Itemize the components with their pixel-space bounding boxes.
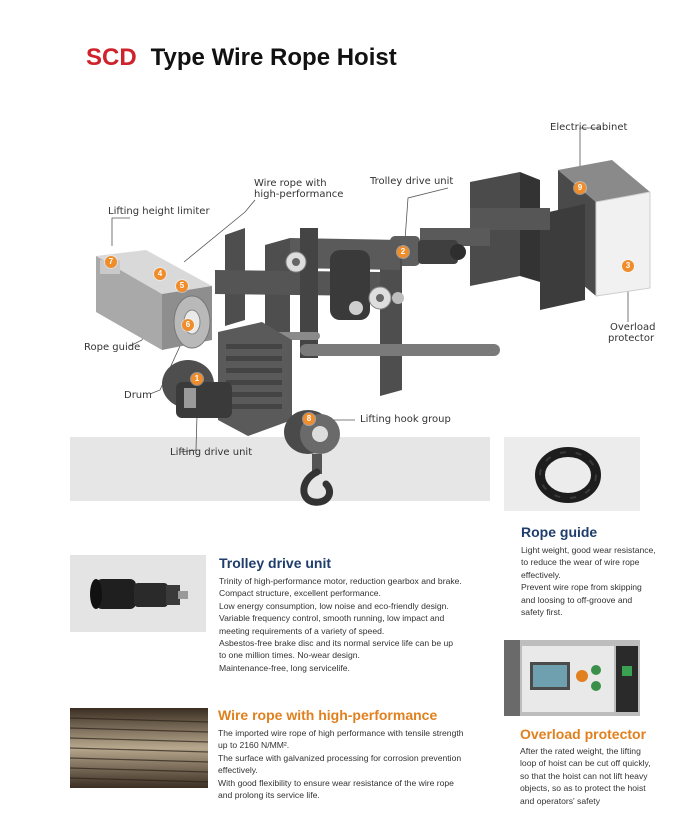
trolley-line: meeting requirements of a variety of spe…	[219, 625, 385, 636]
callout-rope-guide: Rope guide	[84, 342, 141, 353]
wire-rope-line: With good flexibility to ensure wear res…	[218, 777, 454, 788]
trolley-line: Variable frequency control, smooth runni…	[219, 613, 445, 624]
callout-trolley-drive-unit: Trolley drive unit	[370, 176, 454, 187]
rope-guide-line: Prevent wire rope from skipping	[521, 582, 642, 593]
title-text: Type Wire Rope Hoist	[150, 44, 397, 71]
diagram-backdrop	[70, 437, 490, 501]
callout-wire-rope-line2: high-performance	[254, 189, 344, 200]
trolley-line: Asbestos-free brake disc and its normal …	[219, 638, 454, 649]
marker-2: 2	[397, 246, 409, 258]
trolley-drive-title: Trolley drive unit	[219, 555, 332, 571]
wire-rope-line: The imported wire rope of high performan…	[218, 728, 464, 738]
wire-rope-title: Wire rope with high-performance	[218, 707, 438, 723]
marker-4: 4	[154, 268, 166, 280]
wire-rope-photo	[70, 708, 208, 788]
wire-rope-line: The surface with galvanized processing f…	[218, 752, 462, 763]
wire-rope-line: and prolong its service life.	[218, 790, 320, 801]
marker-5: 5	[176, 280, 188, 292]
wire-rope-line: effectively.	[218, 765, 258, 776]
overload-protector-photo	[504, 640, 640, 716]
callout-lifting-hook-group: Lifting hook group	[360, 414, 451, 425]
overload-protector-text: After the rated weight, the lifting loop…	[520, 745, 676, 807]
page-title: SCD Type Wire Rope Hoist	[86, 44, 397, 72]
marker-1: 1	[191, 373, 203, 385]
trolley-line: Maintenance-free, long servicelife.	[219, 662, 350, 673]
overload-protector-title: Overload protector	[520, 726, 647, 742]
marker-9: 9	[574, 182, 586, 194]
overload-line: and operators' safety	[520, 795, 600, 806]
rope-guide-line: to reduce the wear of wire rope	[521, 557, 640, 568]
overload-line: loop of hoist can be cut off quickly,	[520, 758, 651, 769]
marker-7: 7	[105, 256, 117, 268]
callout-electric-cabinet: Electric cabinet	[550, 122, 628, 133]
trolley-line: Compact structure, excellent performance…	[219, 588, 381, 599]
hook-group-shape	[284, 410, 340, 506]
brand-name: SCD	[86, 44, 137, 71]
trolley-drive-photo	[70, 555, 206, 632]
lifting-motor-shape	[162, 360, 232, 418]
rope-guide-line: Light weight, good wear resistance,	[521, 545, 656, 555]
rope-guide-title: Rope guide	[521, 524, 598, 540]
rope-guide-text: Light weight, good wear resistance, to r…	[521, 544, 671, 618]
callout-wire-rope-line1: Wire rope with	[254, 178, 327, 189]
marker-3: 3	[622, 260, 634, 272]
marker-8: 8	[303, 413, 315, 425]
trolley-line: to one million times. No-wear design.	[219, 650, 360, 661]
callout-lifting-height-limiter: Lifting height limiter	[108, 206, 210, 217]
hoist-diagram: 1 2 3 4 5 6 7 8 9 Electric cabinet Troll…	[0, 100, 680, 510]
trolley-line: Low energy consumption, low noise and ec…	[219, 600, 449, 611]
rope-guide-line: safety first.	[521, 607, 563, 618]
overload-line: After the rated weight, the lifting	[520, 746, 641, 756]
trolley-line: Trinity of high-performance motor, reduc…	[219, 576, 462, 586]
wire-rope-text: The imported wire rope of high performan…	[218, 727, 488, 801]
callout-lifting-drive-unit: Lifting drive unit	[170, 447, 253, 458]
rope-guide-line: effectively.	[521, 569, 561, 580]
wire-rope-line: up to 2160 N/MM².	[218, 740, 290, 751]
callout-drum: Drum	[124, 390, 152, 401]
callout-overload-line1: Overload	[610, 322, 656, 333]
rope-guide-line: and loosing to off-groove and	[521, 594, 633, 605]
trolley-drive-text: Trinity of high-performance motor, reduc…	[219, 575, 479, 674]
hoist-illustration	[96, 127, 651, 506]
callout-overload-line2: protector	[608, 333, 655, 344]
rope-guide-photo	[504, 437, 640, 511]
gearbox-shape	[218, 322, 292, 436]
overload-line: so that the hoist can not lift heavy	[520, 770, 648, 781]
overload-line: objects, so as to protect the hoist	[520, 783, 646, 794]
marker-6: 6	[182, 319, 194, 331]
